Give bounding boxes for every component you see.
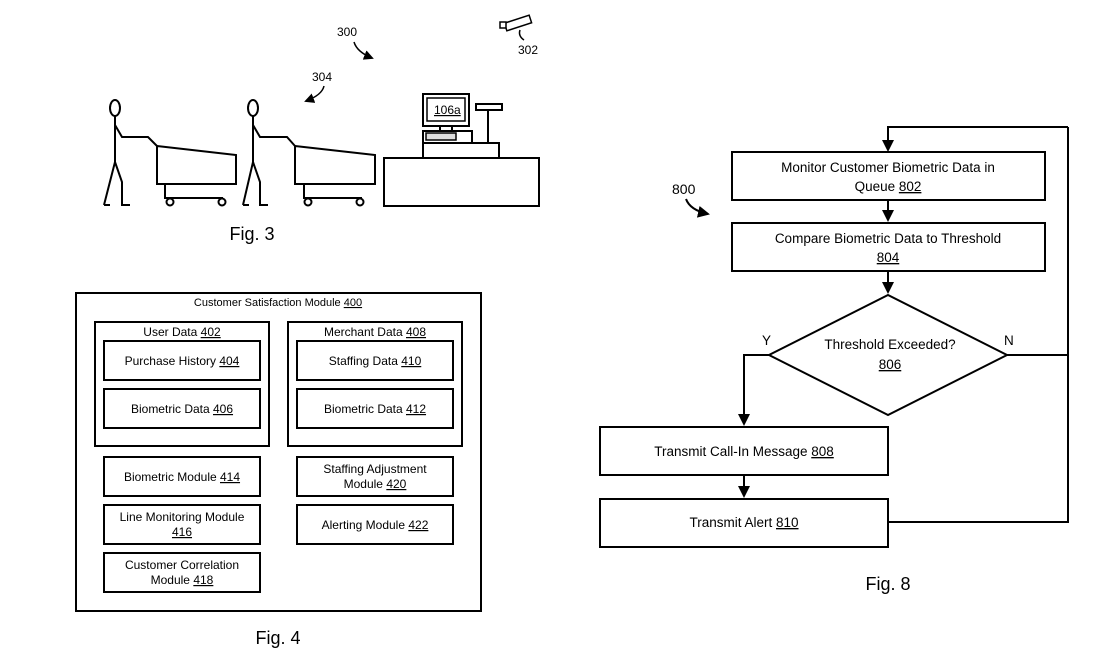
decision-806-ref: 806: [879, 357, 902, 372]
step-808-label: Transmit Call-In Message 808: [654, 444, 834, 459]
shopping-cart-1: [156, 144, 237, 207]
purchase-history-label: Purchase History 404: [125, 354, 240, 368]
merchant-data-box: [287, 321, 463, 447]
line-monitoring-module-box: [103, 504, 261, 545]
customer-satisfaction-module-label: Customer Satisfaction Module 400: [194, 297, 362, 309]
staffing-adjustment-module-line2: Module 420: [344, 477, 407, 491]
staffing-adjustment-module-box: [296, 456, 454, 497]
step-804-line1: Compare Biometric Data to Threshold: [775, 231, 1001, 246]
yes-branch-line: [738, 354, 769, 426]
staffing-adjustment-module-label: Staffing Adjustment: [323, 462, 427, 476]
user-biometric-data-box: [103, 388, 261, 429]
step-804-ref: 804: [877, 250, 900, 265]
terminal-monitor: [422, 93, 470, 127]
fig3-caption: Fig. 3: [229, 224, 274, 244]
customer-figure-1: [103, 99, 158, 206]
yes-branch-label: Y: [762, 333, 771, 348]
step-808-box: [599, 426, 889, 476]
fig3-ref-304: 304: [312, 70, 332, 84]
fig8-ref-800: 800: [672, 181, 696, 197]
merchant-data-label: Merchant Data 408: [324, 325, 426, 339]
checkout-counter: [383, 93, 540, 207]
line-monitoring-module-label: Line Monitoring Module: [120, 510, 245, 524]
shopping-cart-2: [294, 144, 376, 207]
customer-figure-2: [242, 99, 296, 206]
purchase-history-box: [103, 340, 261, 381]
customer-correlation-module-box: [103, 552, 261, 593]
line-monitoring-module-ref: 416: [172, 525, 192, 539]
fig3-ref-302: 302: [518, 43, 538, 57]
price-display: [475, 103, 503, 111]
fig3-ref-304-arrow: [304, 85, 325, 103]
step-802-line1: Monitor Customer Biometric Data in: [781, 160, 995, 175]
fig8-ref-800-arrow: [685, 198, 710, 218]
fig4-diagram: Customer Satisfaction Module 400 User Da…: [75, 292, 482, 648]
keyboard-icon: [425, 132, 457, 141]
staffing-data-box: [296, 340, 454, 381]
step-802-line2: Queue 802: [855, 179, 922, 194]
step-810-label: Transmit Alert 810: [689, 515, 798, 530]
customer-correlation-module-line2: Module 418: [151, 573, 214, 587]
decision-806-diamond: [766, 293, 1010, 417]
biometric-module-box: [103, 456, 261, 497]
user-biometric-data-label: Biometric Data 406: [131, 402, 233, 416]
user-data-label: User Data 402: [143, 325, 221, 339]
decision-806-label: Threshold Exceeded?: [824, 337, 955, 352]
user-data-box: [94, 321, 270, 447]
alerting-module-box: [296, 504, 454, 545]
staffing-data-label: Staffing Data 410: [329, 354, 422, 368]
customer-satisfaction-module-box: [75, 292, 482, 612]
alerting-module-label: Alerting Module 422: [322, 518, 429, 532]
fig3-diagram: 300 304 302: [103, 14, 540, 244]
fig3-ref-300-arrow: [353, 41, 374, 60]
fig4-caption: Fig. 4: [255, 628, 300, 648]
security-camera-icon: [499, 14, 533, 41]
merchant-biometric-data-box: [296, 388, 454, 429]
terminal-ref-106a: 106a: [434, 103, 461, 117]
customer-correlation-module-label: Customer Correlation: [125, 558, 239, 572]
loop-return-line: [888, 127, 1069, 523]
fig3-ref-300: 300: [337, 25, 357, 39]
fig8-caption: Fig. 8: [865, 574, 910, 594]
biometric-module-label: Biometric Module 414: [124, 470, 240, 484]
fig8-flowchart: 800 Monitor Customer Biometric Data in Q…: [599, 126, 1069, 594]
loop-back-connector: [882, 126, 1068, 152]
step-810-box: [599, 498, 889, 548]
no-branch-label: N: [1004, 333, 1014, 348]
step-804-box: [731, 222, 1046, 272]
merchant-biometric-data-label: Biometric Data 412: [324, 402, 426, 416]
